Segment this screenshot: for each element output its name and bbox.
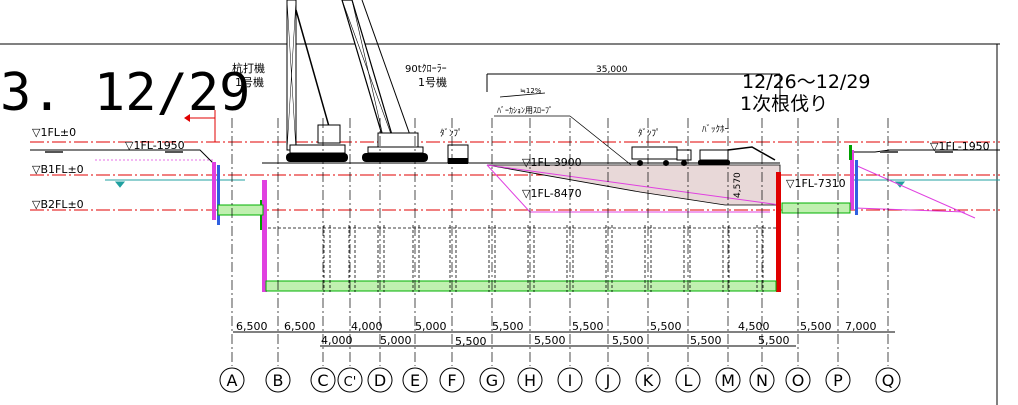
dump-truck-label-1: ﾀﾞﾝﾌﾟ (440, 128, 463, 139)
crawler-crane (341, 0, 428, 162)
grid-bubble-p (825, 367, 851, 393)
span-lower-3: 5,500 (455, 335, 487, 348)
right-level-line (854, 207, 966, 213)
left-red-marker (184, 110, 216, 142)
dump-truck-2 (631, 146, 692, 166)
top-dimension-label: 35,000 (596, 65, 628, 75)
grid-bubble-n (749, 367, 775, 393)
span-upper-3: 4,000 (351, 320, 383, 333)
backhoe-label: ﾊﾞｯｸﾎｰ (702, 124, 730, 135)
backhoe (698, 146, 776, 165)
dump-truck-label-2: ﾀﾞﾝﾌﾟ (638, 128, 661, 139)
span-lower-2: 5,000 (380, 334, 412, 347)
grid-label-m: M (721, 371, 735, 390)
grid-label-a: A (227, 371, 238, 390)
level-lines (30, 141, 1000, 211)
span-lower-7: 5,500 (758, 334, 790, 347)
crawler-unit: 1号機 (418, 75, 447, 89)
grid-bubble-g (479, 367, 505, 393)
grid-bubble-m (715, 367, 741, 393)
grid-label-c: C (317, 371, 328, 390)
grid-bubble-l (675, 367, 701, 393)
span-upper-8: 4,500 (738, 320, 770, 333)
grid-label-p: P (833, 371, 843, 390)
ground-surface (30, 149, 1000, 175)
strut-bands (217, 202, 851, 292)
pile-driver-unit: 1号機 (235, 75, 264, 89)
grid-bubble-k (635, 367, 661, 393)
span-lower-6: 5,500 (690, 334, 722, 347)
grid-bubble-d (367, 367, 393, 393)
grid-bubble-e (402, 367, 428, 393)
span-upper-6: 5,500 (572, 320, 604, 333)
top-dimension-line (486, 73, 781, 100)
grid-bubble-a (219, 367, 245, 393)
right-slope-line (854, 164, 976, 219)
level-b1fl-label: ▽B1FL±0 (32, 163, 84, 176)
ground-hatch (45, 151, 953, 153)
level-3900-label: ▽1FL-3900 (522, 156, 582, 169)
grid-label-n: N (756, 371, 768, 390)
grid-label-q: Q (882, 371, 895, 390)
level-8470-label: ▽1FL-8470 (522, 187, 582, 200)
span-lower-5: 5,500 (612, 334, 644, 347)
gridlines (231, 118, 889, 366)
level-1fl-label: ▽1FL±0 (32, 126, 76, 139)
grid-label-h: H (524, 371, 536, 390)
grid-bubble-cprime (337, 367, 363, 393)
grid-label-cprime: C' (344, 375, 357, 390)
crawler-label: 90tｸﾛｰﾗｰ (405, 63, 447, 75)
level-7310-label: ▽1FL-7310 (786, 177, 846, 190)
span-upper-5: 5,500 (492, 320, 524, 333)
grid-label-l: L (684, 371, 693, 390)
level-b2fl-label: ▽B2FL±0 (32, 198, 84, 211)
level-1950-right-label: ▽1FL-1950 (930, 140, 990, 153)
pile-driver-label: 杭打機 (232, 61, 265, 75)
span-upper-4: 5,000 (415, 320, 447, 333)
grid-label-g: G (486, 371, 498, 390)
excavation-slope-line (486, 164, 781, 206)
grid-bubble-h (517, 367, 543, 393)
grid-bubble-c (310, 367, 336, 393)
span-upper-10: 7,000 (845, 320, 877, 333)
grid-bubble-j (595, 367, 621, 393)
grid-label-o: O (792, 371, 805, 390)
grid-label-e: E (410, 371, 420, 390)
grid-bubble-o (785, 367, 811, 393)
grid-label-d: D (374, 371, 386, 390)
grid-label-f: F (447, 371, 456, 390)
grid-bubble-f (439, 367, 465, 393)
date-label: 3. 12/29 (0, 63, 250, 123)
slope-label: ﾊﾞｰｶｼｮﾝ用ｽﾛｰﾌﾟ (497, 106, 553, 115)
grid-label-i: I (568, 371, 573, 390)
span-lower-4: 5,500 (534, 334, 566, 347)
grid-bubble-q (875, 367, 901, 393)
schedule-task: 1次根伐り (740, 93, 828, 115)
grid-bubble-i (557, 367, 583, 393)
column-piles (268, 225, 776, 292)
slope-arrow (499, 92, 546, 98)
pile-driver-rig (286, 0, 348, 162)
grid-label-b: B (273, 371, 284, 390)
level-1fl-1950-left-label: ▽1FL-1950 (125, 139, 185, 152)
span-lower-1: 4,000 (321, 334, 353, 347)
slope-grade: ≒12% (520, 87, 542, 95)
span-upper-9: 5,500 (800, 320, 832, 333)
span-upper-7: 5,500 (650, 320, 682, 333)
grid-label-k: K (643, 371, 654, 390)
water-level-lines (105, 179, 1000, 188)
span-upper-2: 6,500 (284, 320, 316, 333)
dump-truck-1 (447, 144, 469, 164)
depth-dimension-label: 4,570 (733, 172, 743, 198)
span-upper-1: 6,500 (236, 320, 268, 333)
grid-label-j: J (605, 371, 611, 390)
grid-bubble-b (265, 367, 291, 393)
grid-bubbles: A B C C' D E F G H I J K L M N O P Q (219, 367, 901, 393)
schedule-date-range: 12/26～12/29 (742, 71, 871, 93)
